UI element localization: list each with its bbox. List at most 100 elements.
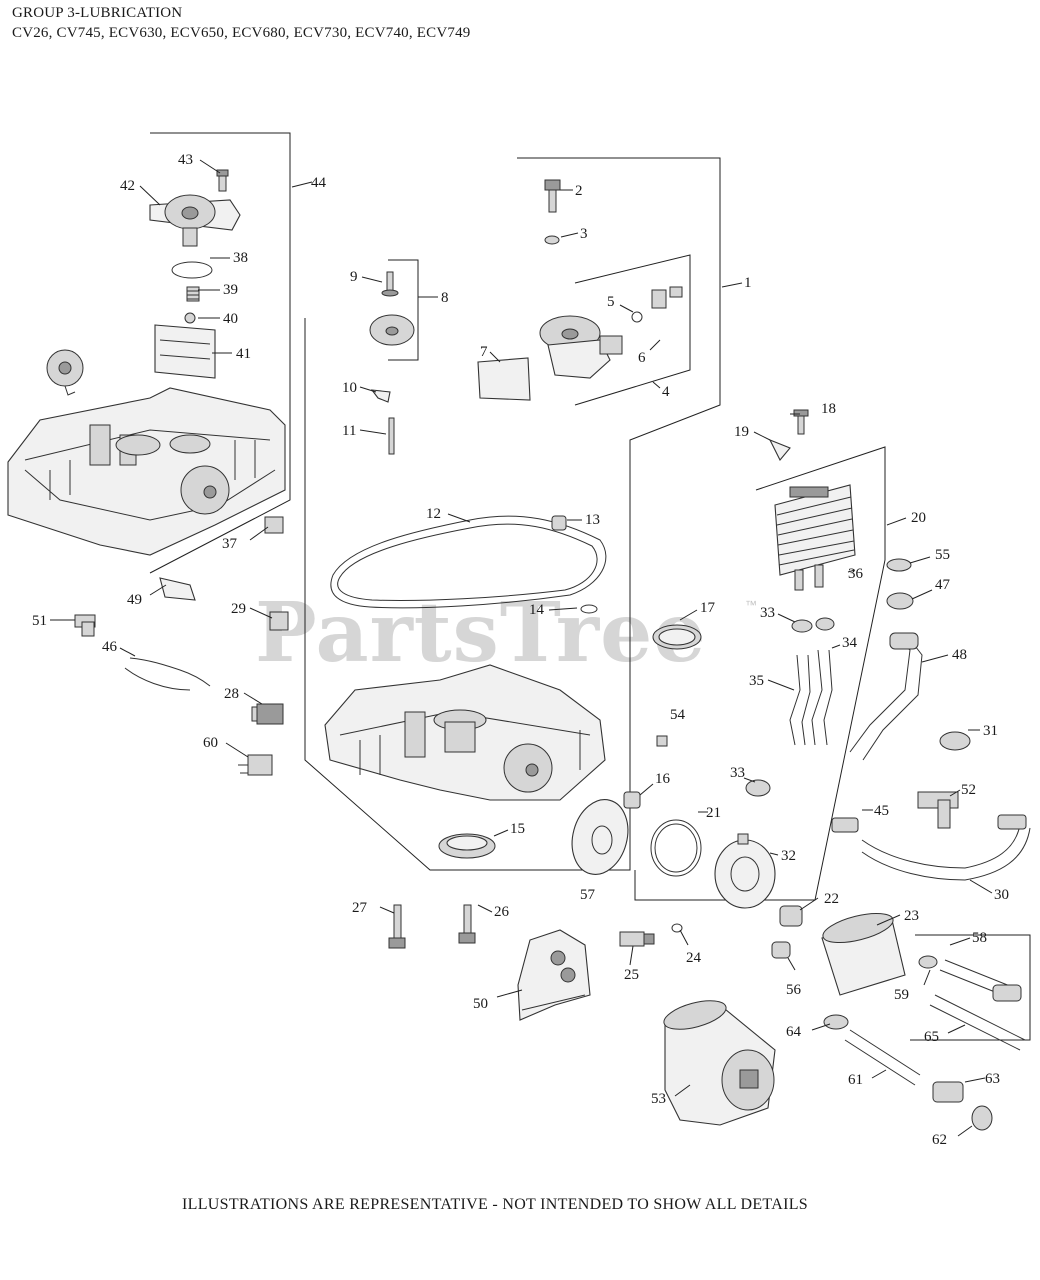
clamp-64 bbox=[823, 1014, 849, 1030]
callout-51: 51 bbox=[32, 613, 47, 629]
callout-16: 16 bbox=[655, 771, 671, 787]
small-gear-left bbox=[46, 349, 84, 396]
crankcase-center bbox=[324, 664, 606, 801]
clip-19 bbox=[768, 438, 791, 461]
washer-24 bbox=[671, 923, 683, 933]
callout-61: 61 bbox=[848, 1072, 863, 1088]
gear-8 bbox=[369, 314, 415, 346]
nut-54 bbox=[656, 735, 668, 747]
bolt-27 bbox=[388, 904, 406, 949]
callout-21: 21 bbox=[706, 805, 721, 821]
cap-62 bbox=[971, 1105, 993, 1131]
adapter-32 bbox=[714, 833, 776, 909]
fitting-22 bbox=[779, 905, 803, 927]
bushing-16 bbox=[623, 791, 641, 809]
callout-47: 47 bbox=[935, 577, 951, 593]
callout-29: 29 bbox=[231, 601, 246, 617]
clamp-31 bbox=[939, 731, 971, 751]
callout-8: 8 bbox=[441, 290, 449, 306]
o-ring-38 bbox=[171, 261, 213, 279]
model-list: CV26, CV745, ECV630, ECV650, ECV680, ECV… bbox=[12, 25, 471, 41]
callout-56: 56 bbox=[786, 982, 802, 998]
footer-disclaimer: ILLUSTRATIONS ARE REPRESENTATIVE - NOT I… bbox=[182, 1196, 808, 1213]
callout-33: 33 bbox=[760, 605, 775, 621]
bolt-26 bbox=[458, 904, 476, 944]
callout-5: 5 bbox=[607, 294, 615, 310]
callout-54: 54 bbox=[670, 707, 686, 723]
callout-62: 62 bbox=[932, 1132, 947, 1148]
group-boundaries bbox=[149, 132, 1031, 1041]
callout-13: 13 bbox=[585, 512, 600, 528]
callout-11: 11 bbox=[342, 423, 356, 439]
callout-1: 1 bbox=[744, 275, 752, 291]
clamp-33-lower bbox=[745, 779, 771, 797]
shaft-9 bbox=[381, 271, 399, 297]
callout-50: 50 bbox=[473, 996, 488, 1012]
hose-48-end bbox=[889, 632, 919, 650]
callout-12: 12 bbox=[426, 506, 441, 522]
callout-46: 46 bbox=[102, 639, 118, 655]
tee-52 bbox=[917, 791, 959, 829]
callout-2: 2 bbox=[575, 183, 583, 199]
callout-42: 42 bbox=[120, 178, 135, 194]
fitting-63 bbox=[932, 1081, 964, 1103]
hose-35 bbox=[789, 654, 811, 746]
clamp-55 bbox=[886, 558, 912, 572]
part-illustrations bbox=[7, 169, 1031, 1131]
hose-30-end bbox=[997, 814, 1027, 830]
callout-35: 35 bbox=[749, 673, 764, 689]
callout-41: 41 bbox=[236, 346, 251, 362]
fitting-56 bbox=[771, 941, 791, 959]
screw-43 bbox=[216, 169, 229, 192]
callout-22: 22 bbox=[824, 891, 839, 907]
plate-57 bbox=[571, 799, 629, 875]
callout-39: 39 bbox=[223, 282, 238, 298]
switch-60 bbox=[238, 754, 273, 776]
sensor-29 bbox=[269, 611, 289, 631]
callout-25: 25 bbox=[624, 967, 639, 983]
callout-52: 52 bbox=[961, 782, 976, 798]
washer-14 bbox=[580, 604, 598, 614]
callout-6: 6 bbox=[638, 350, 646, 366]
filter-23 bbox=[821, 912, 906, 996]
washer-3 bbox=[544, 235, 560, 245]
oil-pump-4 bbox=[539, 315, 623, 379]
callout-57: 57 bbox=[580, 887, 596, 903]
callout-38: 38 bbox=[233, 250, 248, 266]
callout-17: 17 bbox=[700, 600, 716, 616]
o-ring-21 bbox=[650, 819, 702, 877]
callout-9: 9 bbox=[350, 269, 358, 285]
callout-labels: 43 42 44 38 39 40 41 37 49 51 46 29 28 6… bbox=[32, 152, 1009, 1148]
callout-40: 40 bbox=[223, 311, 238, 327]
spring-39 bbox=[186, 286, 200, 302]
bushing-13 bbox=[551, 515, 567, 531]
relief-valve-6 bbox=[651, 286, 683, 309]
oil-cooler-36 bbox=[774, 484, 856, 591]
callout-4: 4 bbox=[662, 384, 670, 400]
plug-37 bbox=[264, 516, 284, 534]
elbow-51 bbox=[74, 614, 96, 637]
callout-49: 49 bbox=[127, 592, 142, 608]
clip-10 bbox=[370, 389, 391, 403]
callout-48: 48 bbox=[952, 647, 967, 663]
callout-18: 18 bbox=[821, 401, 836, 417]
callout-59: 59 bbox=[894, 987, 909, 1003]
callout-63: 63 bbox=[985, 1071, 1000, 1087]
callout-55: 55 bbox=[935, 547, 950, 563]
callout-7: 7 bbox=[480, 344, 488, 360]
clamp-47 bbox=[886, 592, 914, 610]
gasket-12 bbox=[330, 515, 607, 609]
sensor-25 bbox=[619, 931, 655, 947]
hose-48 bbox=[849, 639, 923, 761]
callout-27: 27 bbox=[352, 900, 368, 916]
clamps-33-top bbox=[791, 617, 835, 633]
hose-65 bbox=[929, 994, 1026, 1051]
gear-housing-42 bbox=[149, 194, 241, 247]
callout-30: 30 bbox=[994, 887, 1009, 903]
hose-58-end bbox=[992, 984, 1022, 1002]
callout-20: 20 bbox=[911, 510, 926, 526]
callout-19: 19 bbox=[734, 424, 749, 440]
pin-11 bbox=[388, 417, 395, 455]
callout-26: 26 bbox=[494, 904, 510, 920]
